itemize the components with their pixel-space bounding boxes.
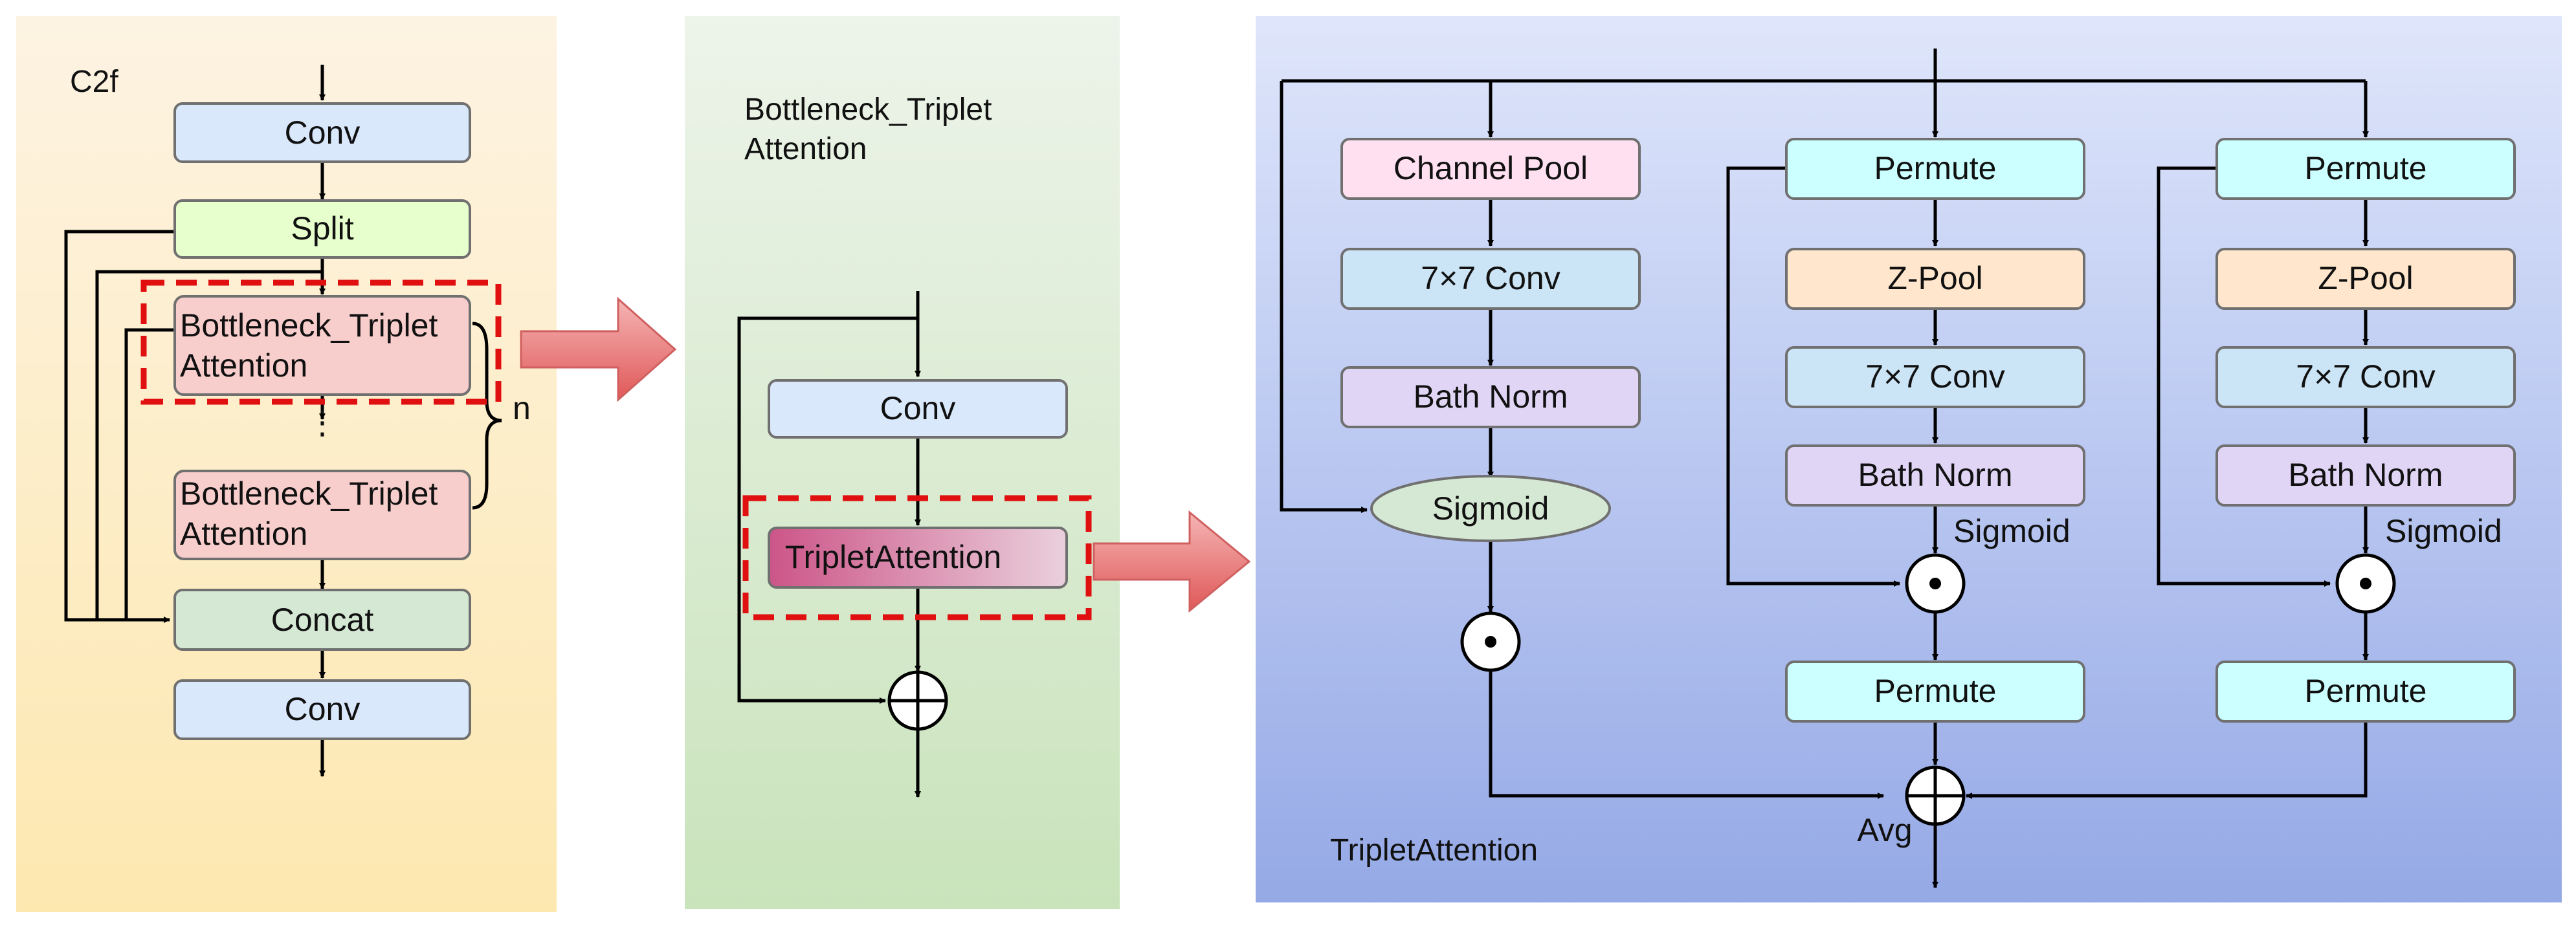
bottleneck-highlight-box (742, 495, 1092, 620)
avg-label: Avg (1857, 812, 1912, 848)
b2-permute-out-label: Permute (1874, 673, 1997, 709)
b3-zpool (2215, 248, 2516, 310)
b1-conv7-label: 7×7 Conv (1421, 260, 1560, 296)
branch1-skip-path (1280, 81, 1368, 513)
c2f-conv-out (173, 679, 471, 740)
b3-permute-out (2215, 661, 2516, 723)
c2f-highlight-box (140, 279, 502, 405)
c2f-bottleneck-2 (173, 470, 471, 560)
bottleneck-conv-label: Conv (880, 390, 956, 426)
b3-skip-path (2157, 166, 2331, 587)
c2f-bottleneck-1-label: Bottleneck_Triplet Attention (180, 307, 447, 384)
c2f-conv-out-label: Conv (285, 691, 361, 727)
c2f-block: n Conv Split Bottleneck_Triplet Attentio… (64, 65, 531, 777)
b2-zpool-label: Z-Pool (1887, 260, 1982, 296)
b3-multiply-node (2335, 553, 2396, 614)
b3-zpool-label: Z-Pool (2318, 260, 2413, 296)
b2-permute-in-label: Permute (1874, 150, 1997, 186)
b2-conv7-label: 7×7 Conv (1865, 358, 2004, 395)
b1-norm (1340, 366, 1641, 428)
triplet-block: Channel Pool 7×7 Conv Bath Norm Sigmoid … (1280, 49, 2516, 888)
c2f-bypass-path-2 (95, 270, 322, 620)
b2-norm-label: Bath Norm (1858, 457, 2013, 493)
triplet-title: TripletAttention (1330, 833, 1538, 868)
c2f-concat-label: Concat (271, 602, 374, 638)
b3-norm-label: Bath Norm (2289, 457, 2443, 493)
c2f-bottleneck-1 (173, 295, 471, 396)
b1-sigmoid-label: Sigmoid (1432, 490, 1549, 527)
c2f-split-bypass-path (64, 230, 175, 623)
b2-zpool (1785, 248, 2085, 310)
b1-to-avg-path (1489, 672, 1884, 799)
b1-channel-pool (1340, 138, 1641, 200)
avg-add-node (1905, 765, 1966, 826)
expand-arrow-2 (1093, 510, 1251, 613)
b3-conv7-label: 7×7 Conv (2296, 358, 2435, 395)
b2-multiply-node (1905, 553, 1966, 614)
b3-to-avg-path (1966, 721, 2368, 799)
c2f-conv-in-label: Conv (285, 115, 361, 151)
bottleneck-title: Bottleneck_Triplet Attention (744, 93, 1001, 166)
b3-norm (2215, 444, 2516, 507)
b1-conv7 (1340, 248, 1641, 310)
b1-multiply-node (1460, 611, 1521, 672)
repeat-brace (472, 322, 502, 510)
c2f-split-label: Split (291, 210, 353, 246)
residual-add-node (887, 670, 948, 731)
bottleneck-block: Conv TripletAttention (737, 291, 1092, 798)
b3-permute-in (2215, 138, 2516, 200)
expand-arrow-1 (520, 296, 677, 402)
residual-path (737, 316, 918, 704)
c2f-split (173, 199, 471, 259)
bottleneck-panel (685, 16, 1120, 909)
b3-permute-out-label: Permute (2305, 673, 2427, 709)
bottleneck-triplet-label: TripletAttention (785, 539, 1001, 575)
c2f-conv-in (173, 102, 471, 163)
b1-sigmoid (1370, 475, 1611, 542)
b2-permute-in (1785, 138, 2085, 200)
c2f-title: C2f (70, 65, 118, 99)
b3-conv7 (2215, 346, 2516, 408)
b2-sigmoid-label: Sigmoid (1953, 513, 2071, 549)
b3-sigmoid-label: Sigmoid (2385, 513, 2502, 549)
b3-permute-in-label: Permute (2305, 150, 2427, 186)
repeat-label: n (513, 390, 531, 426)
b2-permute-out (1785, 661, 2085, 723)
c2f-concat (173, 589, 471, 651)
b1-norm-label: Bath Norm (1414, 378, 1568, 415)
b2-skip-path (1726, 166, 1900, 587)
c2f-bottleneck-2-label: Bottleneck_Triplet Attention (180, 475, 447, 552)
c2f-dots: ⋮ (306, 404, 339, 441)
b1-channel-pool-label: Channel Pool (1393, 150, 1588, 186)
b2-norm (1785, 444, 2085, 507)
b2-conv7 (1785, 346, 2085, 408)
bottleneck-triplet (768, 527, 1068, 589)
c2f-panel (16, 16, 557, 912)
c2f-bypass-path-3 (124, 328, 175, 620)
bottleneck-conv (768, 379, 1068, 439)
